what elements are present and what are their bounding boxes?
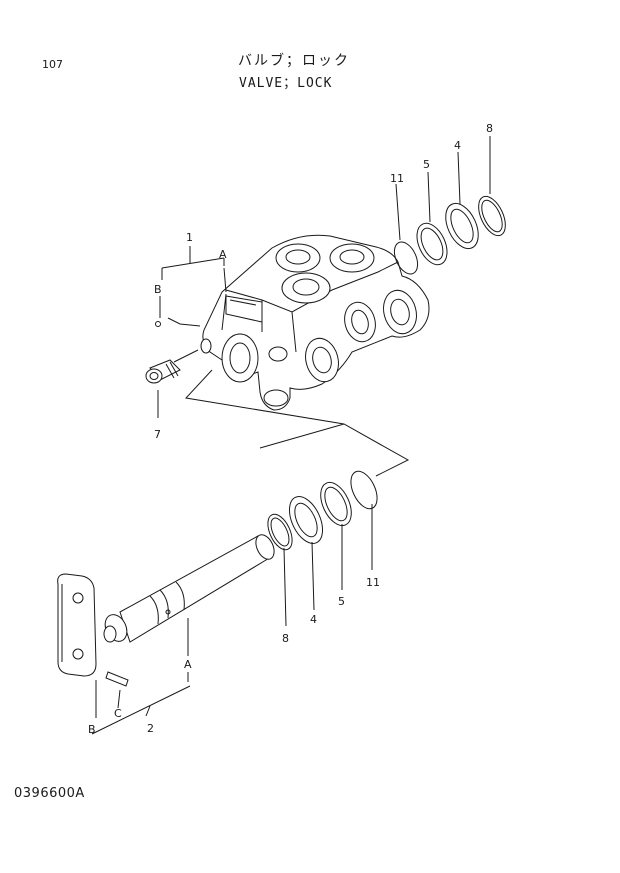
- callout-2-label: 2: [147, 722, 154, 735]
- callout-8-lower-label: 8: [282, 632, 289, 645]
- pin-part-c: [105, 671, 129, 687]
- callout-a-upper-label: A: [219, 248, 227, 261]
- callout-1-label: 1: [186, 231, 193, 244]
- callout-1-bracket: [155, 246, 227, 327]
- assembly-leader-line-lower: [259, 423, 345, 449]
- callout-b-upper-label: B: [154, 283, 162, 296]
- callout-5-upper-label: 5: [423, 158, 430, 171]
- callout-4-lower-label: 4: [310, 613, 317, 626]
- callout-11-upper-label: 11: [390, 172, 404, 185]
- callout-a-lower-label: A: [184, 658, 192, 671]
- callout-2-bracket: [91, 618, 191, 735]
- callout-b-lower-label: B: [88, 723, 96, 736]
- callout-c-label: C: [114, 707, 122, 720]
- upper-seal-stack: [393, 136, 506, 275]
- callout-8-upper-label: 8: [486, 122, 493, 135]
- page-number: 107: [42, 58, 63, 71]
- valve-body: [200, 234, 430, 411]
- callout-5-lower-label: 5: [338, 595, 345, 608]
- callout-7-label: 7: [154, 428, 161, 441]
- title-japanese: バルブ；ロック: [238, 53, 350, 69]
- drawing-number: 0396600A: [14, 786, 85, 801]
- callout-11-lower-label: 11: [366, 576, 380, 589]
- callout-4-upper-label: 4: [454, 139, 461, 152]
- link-plate: [57, 573, 97, 677]
- lower-seal-stack: [267, 470, 378, 627]
- plug-part-7: [145, 349, 199, 418]
- spool-shaft: [103, 534, 275, 643]
- title-english: VALVE；LOCK: [239, 76, 333, 91]
